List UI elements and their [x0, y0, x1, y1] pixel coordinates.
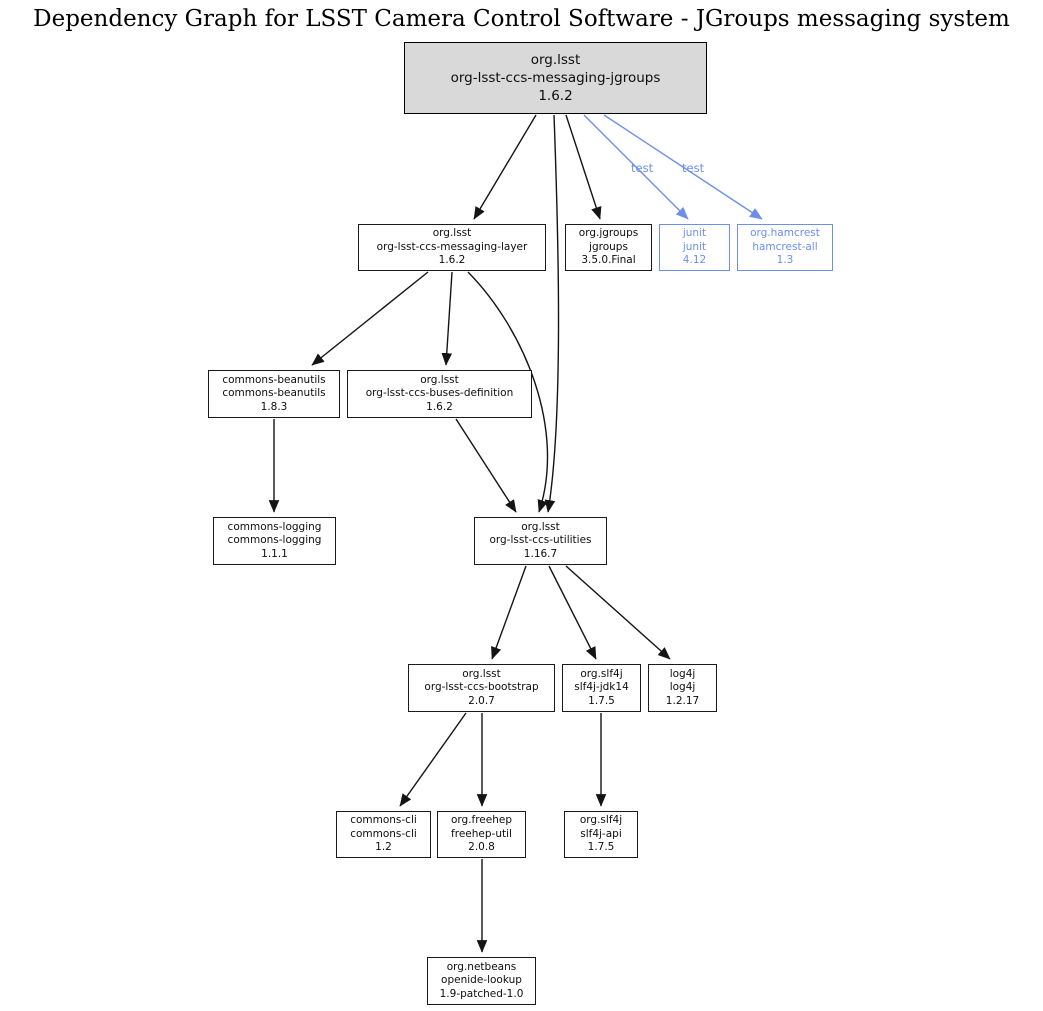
node-artifact-id: org-lsst-ccs-messaging-jgroups: [450, 70, 661, 86]
node-group-id: org.jgroups: [578, 227, 639, 240]
edge-mlayer-utilities: [467, 271, 549, 513]
edge-mlayer-beanutils: [311, 271, 429, 366]
node-artifact-id: org-lsst-ccs-buses-definition: [365, 387, 514, 400]
edge-utilities-log4j: [565, 565, 671, 660]
node-artifact-id: log4j: [669, 681, 696, 694]
node-org-lsst-ccs-bootstrap: org.lsst org-lsst-ccs-bootstrap 2.0.7: [408, 664, 555, 712]
node-artifact-id: org-lsst-ccs-messaging-layer: [376, 240, 528, 253]
edge-mlayer-buses: [441, 271, 453, 366]
edge-root-jgroups: [565, 114, 602, 220]
node-group-id: org.lsst: [420, 373, 459, 386]
node-artifact-id: slf4j-api: [580, 827, 622, 840]
node-group-id: org.lsst: [521, 520, 560, 533]
node-version: 3.5.0.Final: [581, 254, 636, 267]
edge-buses-utilities: [455, 418, 517, 513]
node-version: 1.2.17: [665, 694, 700, 707]
graph-title: Dependency Graph for LSST Camera Control…: [33, 6, 1010, 32]
node-version: 1.7.5: [588, 694, 615, 707]
node-junit: junit junit 4.12: [659, 224, 730, 271]
node-version: 1.6.2: [438, 254, 466, 267]
edge-label-test-junit: test: [631, 161, 654, 175]
node-group-id: org.hamcrest: [750, 227, 820, 240]
node-hamcrest-all: org.hamcrest hamcrest-all 1.3: [737, 224, 833, 271]
node-artifact-id: junit: [682, 240, 707, 253]
node-group-id: org.slf4j: [579, 814, 623, 827]
node-group-id: org.lsst: [530, 52, 581, 68]
node-version: 2.0.8: [468, 841, 495, 854]
node-version: 1.7.5: [587, 841, 615, 854]
node-commons-beanutils: commons-beanutils commons-beanutils 1.8.…: [208, 370, 340, 418]
node-version: 4.12: [682, 254, 707, 267]
node-openide-lookup: org.netbeans openide-lookup 1.9-patched-…: [427, 957, 536, 1005]
node-group-id: org.lsst: [462, 667, 501, 680]
node-artifact-id: jgroups: [589, 240, 628, 253]
edge-root-utilities: [544, 114, 560, 513]
node-artifact-id: org-lsst-ccs-bootstrap: [424, 681, 539, 694]
node-version: 1.9-patched-1.0: [439, 987, 524, 1000]
node-version: 1.6.2: [426, 400, 453, 413]
edge-root-hamcrest-test: [603, 114, 763, 220]
node-org-lsst-ccs-buses-definition: org.lsst org-lsst-ccs-buses-definition 1…: [347, 370, 532, 418]
node-group-id: org.netbeans: [446, 960, 517, 973]
edge-root-junit-test: [583, 114, 689, 220]
edge-bootstrap-cli: [399, 712, 467, 807]
node-group-id: junit: [682, 227, 707, 240]
node-commons-logging: commons-logging commons-logging 1.1.1: [213, 517, 336, 565]
node-org-lsst-ccs-messaging-layer: org.lsst org-lsst-ccs-messaging-layer 1.…: [358, 224, 546, 271]
node-artifact-id: org-lsst-ccs-utilities: [489, 534, 592, 547]
node-jgroups: org.jgroups jgroups 3.5.0.Final: [565, 224, 652, 271]
node-log4j: log4j log4j 1.2.17: [648, 664, 717, 712]
node-artifact-id: slf4j-jdk14: [574, 681, 629, 694]
node-group-id: commons-logging: [227, 520, 322, 533]
node-version: 1.16.7: [523, 547, 558, 560]
node-org-lsst-ccs-utilities: org.lsst org-lsst-ccs-utilities 1.16.7: [474, 517, 607, 565]
node-artifact-id: freehep-util: [451, 827, 512, 840]
node-version: 1.8.3: [260, 400, 288, 413]
node-version: 1.1.1: [261, 547, 288, 560]
node-artifact-id: openide-lookup: [441, 974, 522, 987]
node-artifact-id: commons-logging: [227, 534, 322, 547]
node-group-id: org.slf4j: [580, 667, 623, 680]
edge-utilities-slf4j-jdk14: [548, 565, 597, 660]
edge-label-test-hamcrest: test: [682, 161, 705, 175]
node-version: 2.0.7: [468, 694, 495, 707]
node-slf4j-jdk14: org.slf4j slf4j-jdk14 1.7.5: [562, 664, 641, 712]
node-slf4j-api: org.slf4j slf4j-api 1.7.5: [564, 811, 638, 858]
node-version: 1.6.2: [538, 88, 573, 104]
node-artifact-id: hamcrest-all: [752, 240, 818, 253]
node-artifact-id: commons-beanutils: [222, 387, 326, 400]
node-version: 1.3: [776, 254, 794, 267]
edge-utilities-bootstrap: [491, 565, 527, 660]
node-commons-cli: commons-cli commons-cli 1.2: [336, 811, 431, 858]
node-group-id: commons-beanutils: [222, 373, 326, 386]
node-artifact-id: commons-cli: [350, 827, 417, 840]
node-freehep-util: org.freehep freehep-util 2.0.8: [437, 811, 526, 858]
node-version: 1.2: [375, 841, 392, 854]
edge-root-messaging-layer: [473, 114, 537, 220]
node-group-id: org.lsst: [432, 227, 472, 240]
node-group-id: commons-cli: [350, 814, 417, 827]
node-org-lsst-ccs-messaging-jgroups: org.lsst org-lsst-ccs-messaging-jgroups …: [404, 42, 707, 114]
node-group-id: org.freehep: [450, 814, 513, 827]
node-group-id: log4j: [669, 667, 696, 680]
